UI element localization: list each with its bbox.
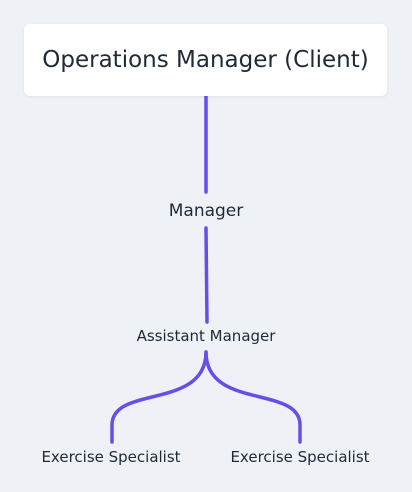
manager-node-label[interactable]: Manager bbox=[165, 199, 247, 224]
specialist-node-label-left[interactable]: Exercise Specialist bbox=[38, 446, 184, 468]
root-node-title: Operations Manager (Client) bbox=[42, 47, 369, 73]
connector-assistant-to-specialist-left bbox=[110, 350, 208, 444]
root-node-card[interactable]: Operations Manager (Client) bbox=[24, 24, 387, 96]
connector-manager-to-assistant bbox=[204, 226, 209, 324]
assistant-manager-node-label[interactable]: Assistant Manager bbox=[133, 325, 279, 347]
specialist-node-label-right[interactable]: Exercise Specialist bbox=[227, 446, 373, 468]
connector-assistant-to-specialist-right bbox=[204, 350, 302, 444]
